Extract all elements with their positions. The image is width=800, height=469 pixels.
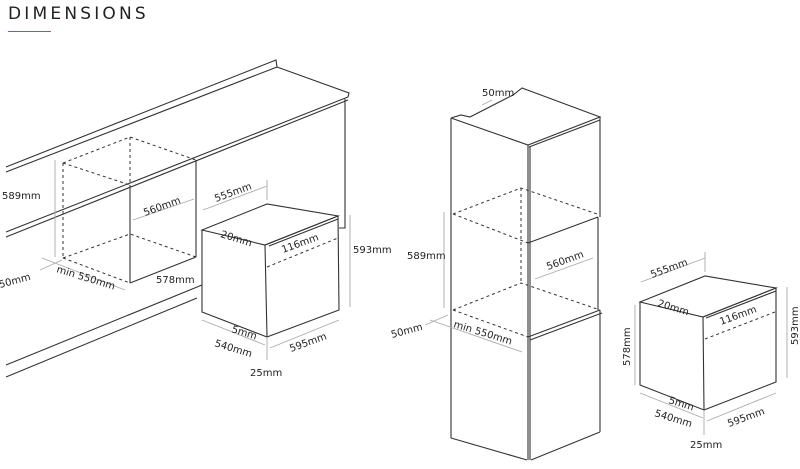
label-cutout-width: 560mm [142, 195, 182, 219]
label-tall-cutout-width: 560mm [545, 249, 585, 273]
label-min-depth: min 550mm [55, 264, 116, 292]
label-r-width: 595mm [726, 406, 766, 430]
kitchen-counter-drawing [5, 59, 350, 378]
oven-right-labels: 555mm 20mm 116mm 578mm 593mm 5mm 540mm 5… [622, 257, 800, 451]
oven-left-drawing [200, 180, 351, 360]
label-depth-gap: 50mm [0, 272, 32, 291]
label-control-panel: 116mm [280, 232, 320, 256]
label-oven-depth: 540mm [213, 338, 253, 360]
label-tall-cabinet-height: 589mm [407, 251, 446, 262]
label-r-side-height: 578mm [622, 327, 633, 366]
label-r-bottom-offset: 5mm [667, 395, 695, 413]
label-tall-depth-gap: 50mm [390, 322, 424, 341]
oven-right-drawing [634, 252, 788, 435]
label-panel-offset: 20mm [219, 229, 253, 249]
label-r-control-panel: 116mm [718, 304, 758, 328]
page-title: DIMENSIONS [8, 4, 149, 24]
label-r-depth-top: 555mm [649, 257, 689, 281]
cabinet-cutout-drawing [39, 136, 197, 291]
label-oven-height: 593mm [353, 245, 392, 256]
label-oven-width: 595mm [288, 331, 328, 355]
tall-housing-labels: 50mm 589mm 50mm min 550mm 560mm [390, 88, 585, 348]
label-oven-depth-top: 555mm [213, 181, 253, 205]
label-cabinet-height: 589mm [2, 191, 41, 202]
label-front-thickness: 25mm [250, 368, 282, 379]
label-r-panel-offset: 20mm [656, 298, 690, 318]
label-cutout-height: 578mm [156, 275, 195, 286]
label-bottom-offset: 5mm [230, 324, 258, 342]
label-r-front-thickness: 25mm [690, 440, 722, 451]
label-top-gap: 50mm [482, 88, 514, 99]
label-r-height: 593mm [790, 306, 800, 345]
label-tall-min-depth: min 550mm [452, 319, 513, 347]
tall-housing-drawing [424, 87, 603, 461]
title-underline [8, 31, 51, 32]
